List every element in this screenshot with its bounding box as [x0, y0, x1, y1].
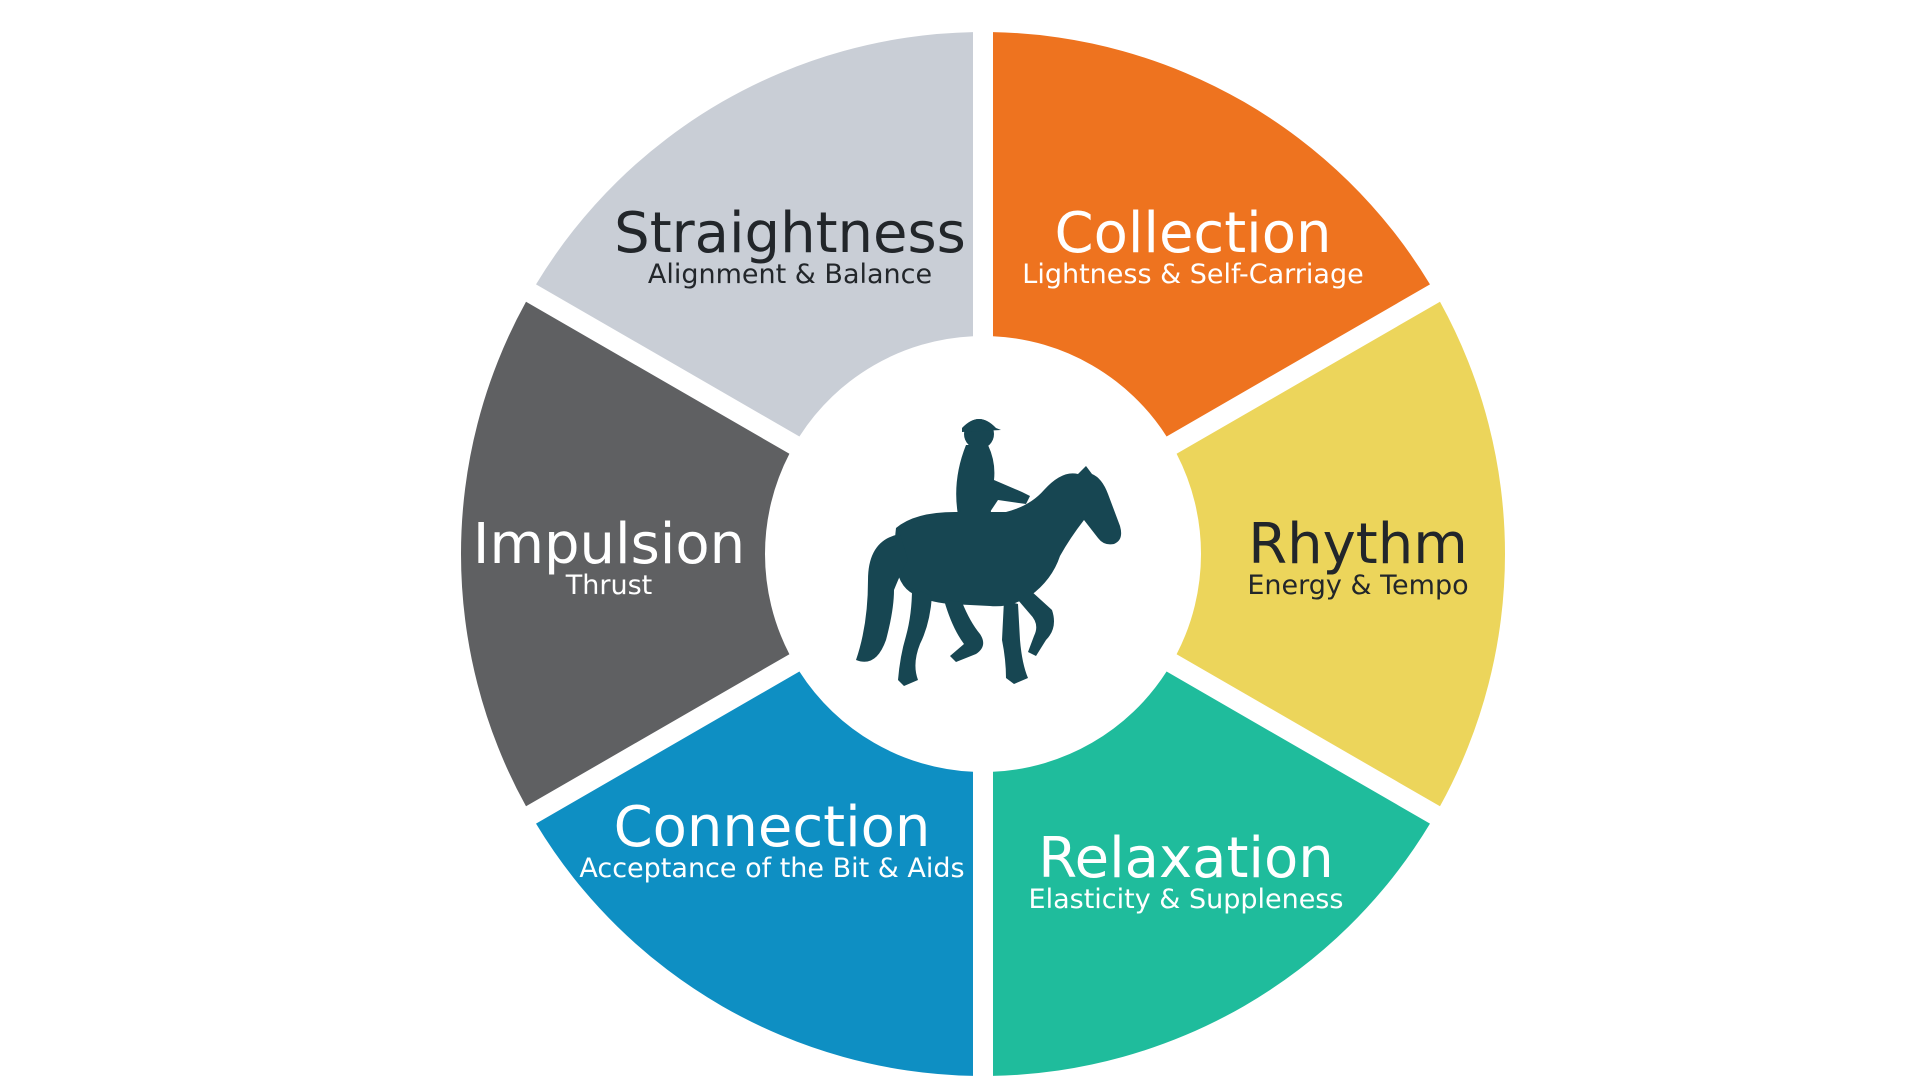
segment-impulsion: Impulsion Thrust	[460, 301, 790, 807]
segment-collection: Collection Lightness & Self-Carriage	[992, 32, 1430, 437]
segment-rhythm-subtitle: Energy & Tempo	[1247, 570, 1468, 601]
segment-relaxation-wedge	[992, 671, 1430, 1076]
segment-straightness-subtitle: Alignment & Balance	[648, 259, 932, 290]
segment-relaxation-subtitle: Elasticity & Suppleness	[1029, 884, 1344, 915]
horse-and-rider-icon	[856, 419, 1122, 686]
segment-connection: Connection Acceptance of the Bit & Aids	[536, 671, 974, 1076]
segment-connection-subtitle: Acceptance of the Bit & Aids	[579, 853, 964, 884]
segment-relaxation-title: Relaxation	[1038, 826, 1333, 891]
segment-straightness: Straightness Alignment & Balance	[536, 32, 974, 437]
segment-collection-wedge	[992, 32, 1430, 437]
segment-connection-title: Connection	[614, 795, 931, 860]
segment-impulsion-title: Impulsion	[473, 512, 745, 577]
segment-straightness-title: Straightness	[614, 201, 966, 266]
segment-rhythm-title: Rhythm	[1248, 512, 1468, 577]
segment-straightness-wedge	[536, 32, 974, 437]
segment-rhythm-wedge	[1176, 301, 1505, 807]
segment-rhythm: Rhythm Energy & Tempo	[1176, 301, 1505, 807]
segment-relaxation: Relaxation Elasticity & Suppleness	[992, 671, 1430, 1076]
segment-impulsion-subtitle: Thrust	[565, 570, 652, 601]
segment-collection-title: Collection	[1055, 201, 1332, 266]
segment-collection-subtitle: Lightness & Self-Carriage	[1022, 259, 1363, 290]
segment-connection-wedge	[536, 671, 974, 1076]
segment-impulsion-wedge	[460, 301, 790, 807]
